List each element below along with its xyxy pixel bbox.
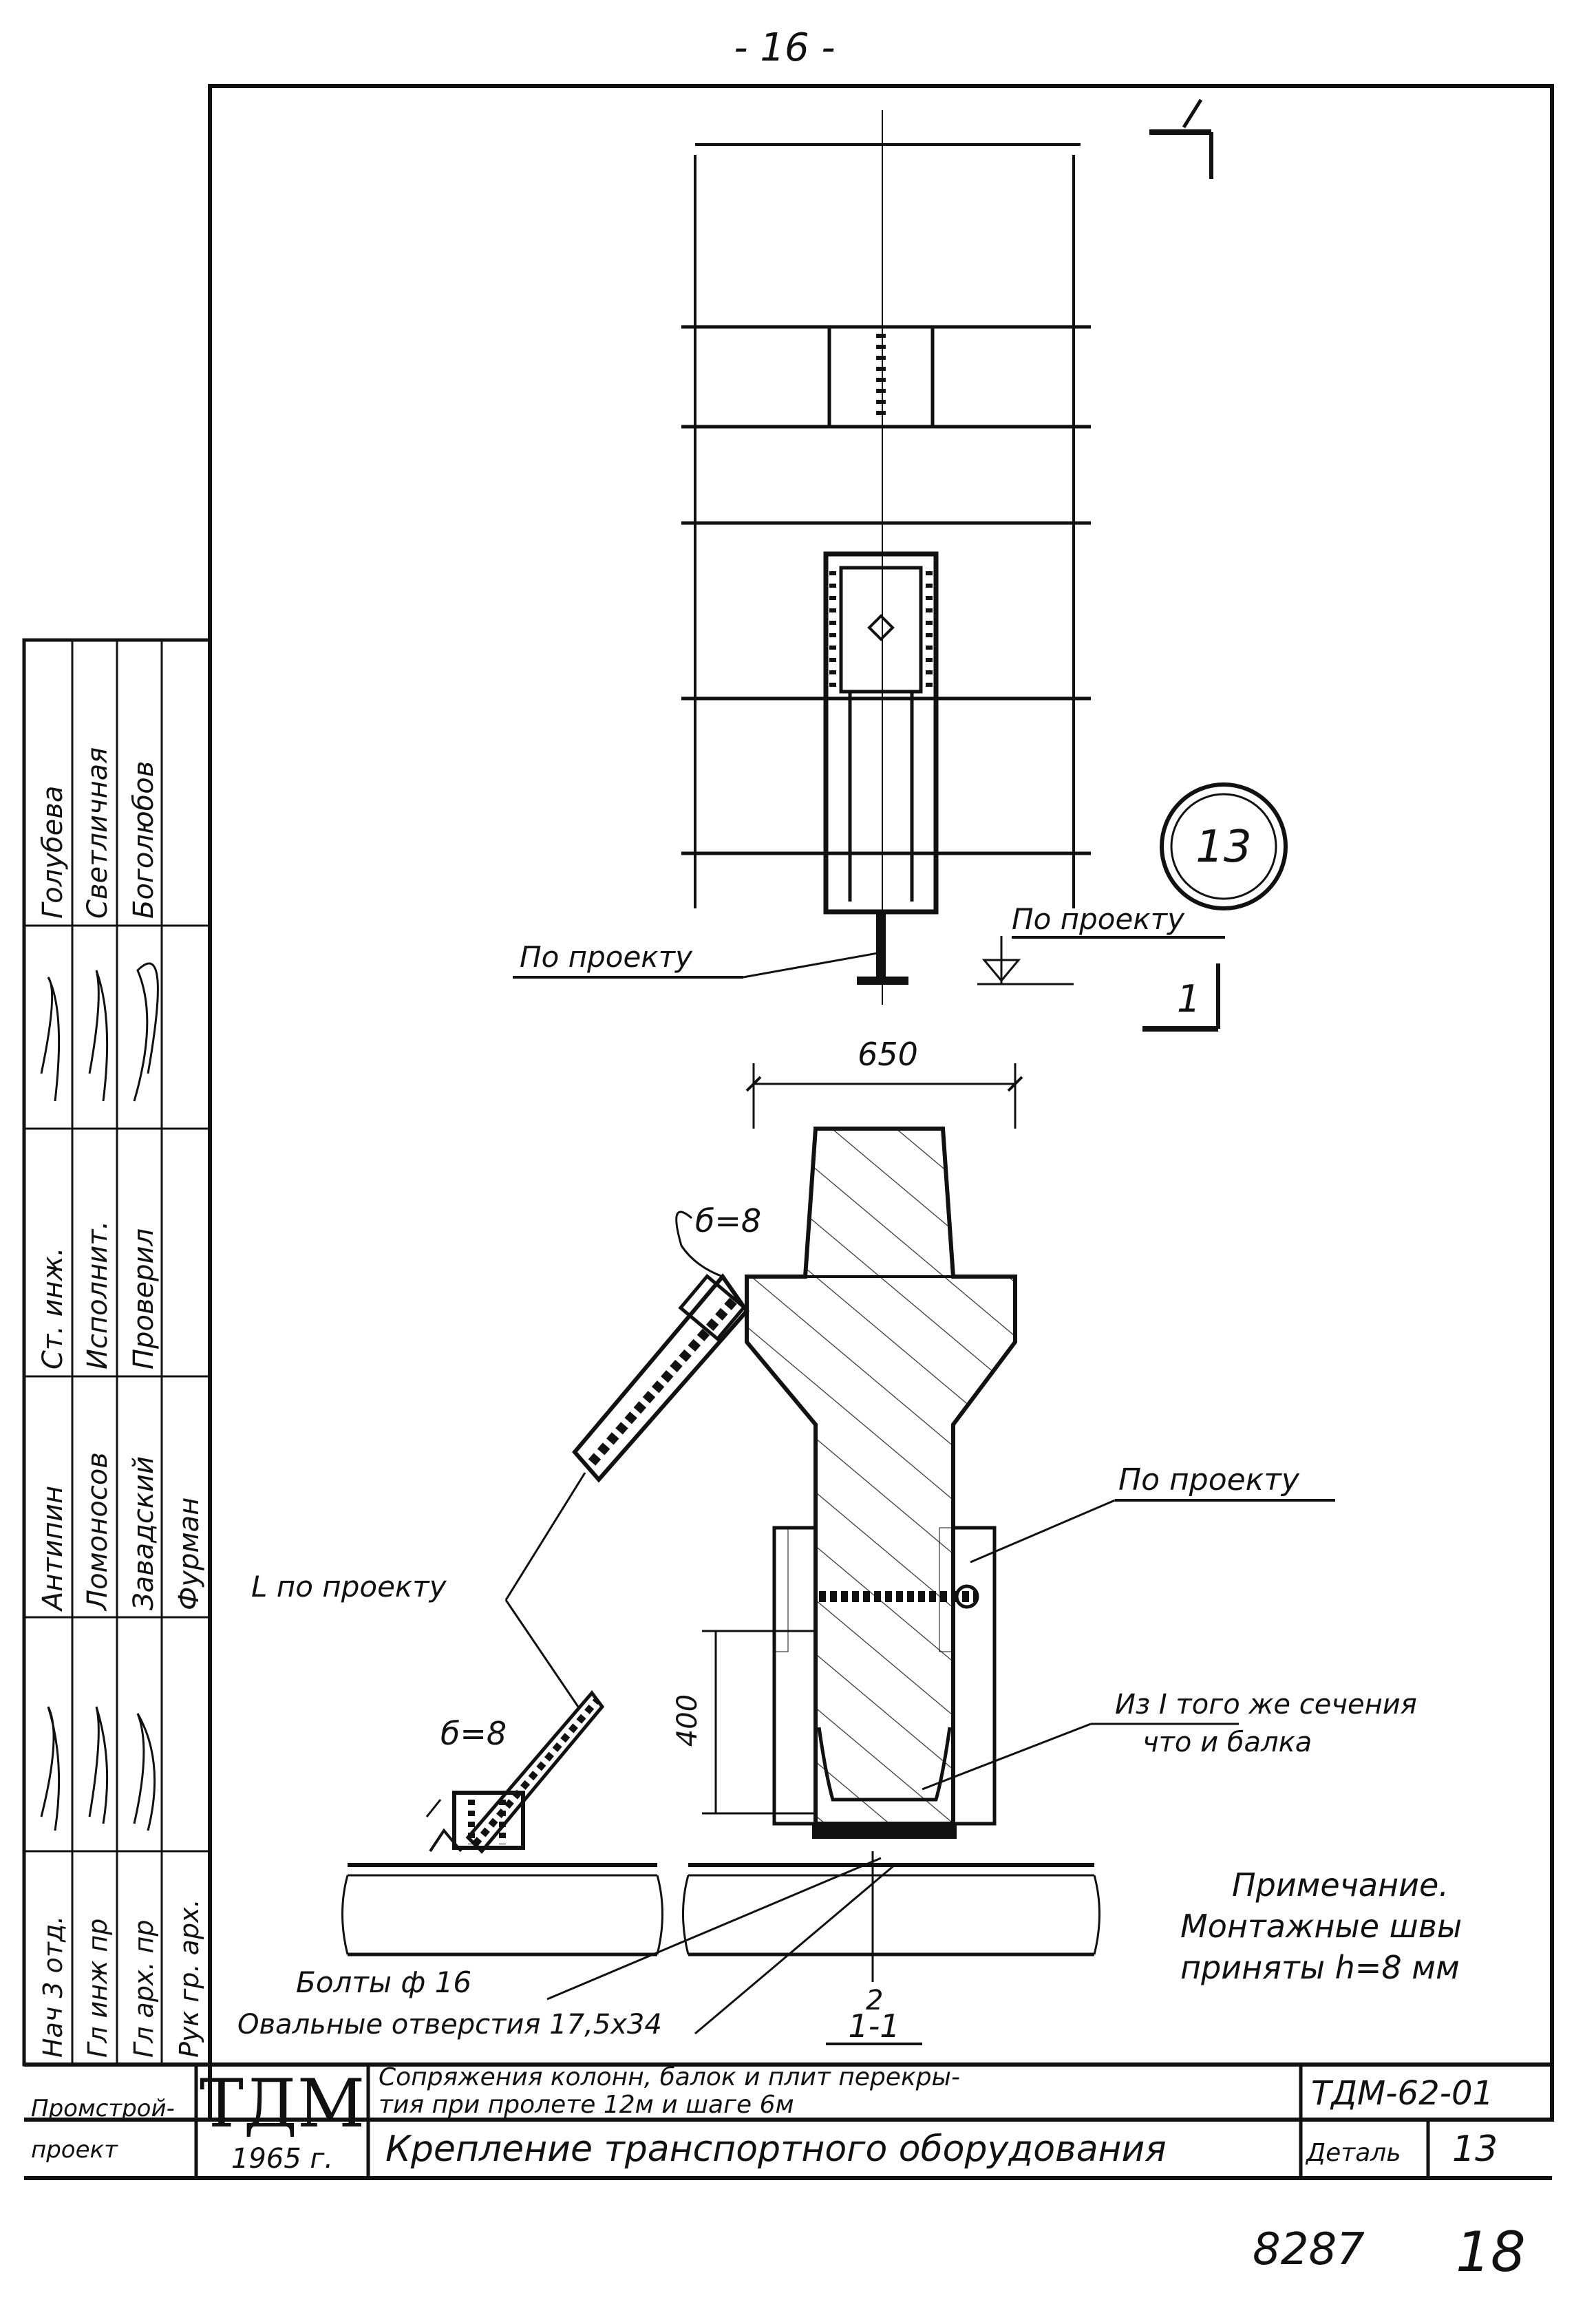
stamp-year: 1965 г. [231, 2143, 333, 2175]
side-role-ruk-gr: Рук гр. арх. [174, 1899, 204, 2058]
side-name-antipin: Антипин [37, 1486, 69, 1612]
side-name-furman: Фурман [173, 1497, 205, 1610]
plan-view [513, 110, 1225, 1005]
stamp-logo: ТДМ [200, 2065, 365, 2142]
plan-right-callout: По проекту [1012, 902, 1185, 936]
note-title: Примечание. [1232, 1866, 1449, 1904]
angle-label: L по проекту [251, 1570, 447, 1603]
stamp-doc-code: ТДМ-62-01 [1311, 2074, 1493, 2113]
stamp-org-line2: проект [31, 2136, 118, 2164]
side-role-gl-inzh: Гл инж пр [83, 1919, 113, 2058]
detail-marker-circle [1160, 782, 1288, 910]
stamp-title-line1: Сопряжения колонн, балок и плит перекры- [379, 2063, 960, 2091]
plan-left-callout: По проекту [520, 940, 693, 974]
section-sub: 2 [866, 1985, 883, 2016]
side-role-ispolnit: Исполнит. [82, 1221, 114, 1369]
stamp-title-line2: тия при пролете 12м и шаге 6м [379, 2091, 794, 2119]
title-block [24, 2062, 1552, 2180]
weld-label-top: б=8 [695, 1202, 761, 1239]
side-role-proveril: Проверил [128, 1228, 160, 1369]
detail-marker-number: 13 [1195, 822, 1251, 873]
weld-label-bottom: б=8 [440, 1715, 507, 1752]
width-dimension: 650 [858, 1036, 918, 1073]
section-mark-top [1149, 98, 1213, 179]
note-line1: Монтажные швы [1180, 1908, 1462, 1945]
side-role-gl-arh: Гл арх. пр [129, 1919, 159, 2058]
height-dimension: 400 [672, 1694, 703, 1747]
page-number: - 16 - [734, 25, 835, 70]
side-name-svetlichnaya: Светличная [82, 747, 114, 919]
side-role-nach: Нач 3 отд. [38, 1916, 68, 2058]
side-name-bogolyubov: Боголюбов [128, 761, 160, 919]
archive-number: 8287 [1253, 2224, 1365, 2275]
stamp-detail-number: 13 [1452, 2129, 1498, 2170]
side-name-lomonosov: Ломоносов [82, 1452, 114, 1612]
stamp-sheet-title: Крепление транспортного оборудования [385, 2129, 1167, 2170]
bolts-label: Болты ф 16 [296, 1965, 471, 1999]
note-line2: приняты h=8 мм [1180, 1949, 1460, 1986]
holes-label: Овальные отверстия 17,5х34 [237, 2009, 662, 2040]
side-role-st-inzh: Ст. инж. [37, 1247, 69, 1369]
stamp-detail-label: Деталь [1305, 2139, 1401, 2167]
side-name-zavadskiy: Завадский [128, 1456, 160, 1610]
section-mark-bottom-label: 1 [1177, 977, 1200, 1021]
beam-note-line1: Из I того же сечения [1115, 1689, 1417, 1720]
side-name-goloubeva: Голубева [37, 786, 69, 919]
right-callout: По проекту [1118, 1462, 1300, 1497]
section-mark-bottom [1142, 963, 1220, 1032]
section-view [341, 1063, 1335, 2045]
sheet-number: 18 [1456, 2220, 1526, 2284]
beam-note-line2: что и балка [1142, 1727, 1312, 1758]
section-id: 1-1 [848, 2007, 900, 2045]
stamp-org-line1: Промстрой- [31, 2095, 175, 2122]
